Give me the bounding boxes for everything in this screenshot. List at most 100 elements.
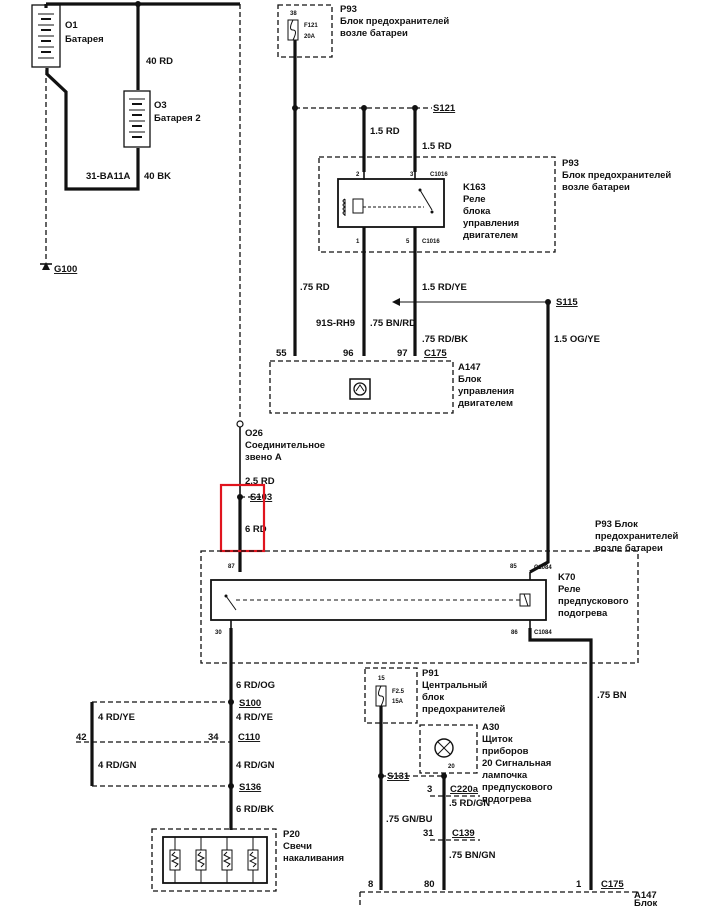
o1-name: Батарея <box>65 34 104 45</box>
wire-1.5rd-b: 1.5 RD <box>422 141 452 152</box>
wire-.75rd: .75 RD <box>300 282 330 293</box>
wire-1.5rdye: 1.5 RD/YE <box>422 282 467 293</box>
wire-6rd: 6 RD <box>245 524 267 535</box>
wire-4rdgn-left: 4 RD/GN <box>98 760 137 771</box>
fuse-f25-label: F2.5 <box>392 689 405 695</box>
k70-pin85: 85 <box>510 564 517 570</box>
k163-block-line1: Блок предохранителей <box>562 170 671 181</box>
a30-line4: лампочка <box>482 770 528 781</box>
k163-block-code: P93 <box>562 158 579 169</box>
a30-box <box>419 724 478 774</box>
k70-relay <box>210 579 547 621</box>
p91-code: P91 <box>422 668 440 679</box>
k70-pin30: 30 <box>215 630 222 636</box>
c220a-pin: 3 <box>427 784 432 795</box>
a147-pin55: 55 <box>276 348 287 359</box>
s121-label: S121 <box>433 103 456 114</box>
wire-.75bnrd: .75 BN/RD <box>370 318 416 329</box>
p91-line3: предохранителей <box>422 704 505 715</box>
wire-4rdye-right: 4 RD/YE <box>236 712 273 723</box>
k70-fuse-block-outline <box>200 550 639 664</box>
wire-31ba11a: 31-BA11A <box>86 171 130 182</box>
k70-code: K70 <box>558 572 575 583</box>
k163-line2: блока <box>463 206 491 217</box>
a147-line1: Блок <box>458 374 482 385</box>
a147b-code: A147 <box>634 890 657 901</box>
k163-pin2: 2 <box>356 172 360 178</box>
p91-line1: Центральный <box>422 680 488 691</box>
wire-6rdog: 6 RD/OG <box>236 680 275 691</box>
a147b-pin80: 80 <box>424 879 435 890</box>
p93-top-line2: возле батареи <box>340 28 408 39</box>
a30-pin: 20 <box>448 764 455 770</box>
a147b-line1: Блок <box>634 898 658 906</box>
k163-line1: Реле <box>463 194 486 205</box>
k70-pin87: 87 <box>228 564 235 570</box>
s103-label: S103 <box>250 492 272 503</box>
wire-.75rdbk: .75 RD/BK <box>422 334 468 345</box>
o26-line1: Соединительное <box>245 440 325 451</box>
wire-4rdgn-right: 4 RD/GN <box>236 760 275 771</box>
p93-top-code: P93 <box>340 4 357 15</box>
k163-conn-top: C1016 <box>430 172 448 178</box>
o26-code: O26 <box>245 428 263 439</box>
battery-o3 <box>123 90 151 148</box>
a147-connector: C175 <box>424 348 447 359</box>
a147b-connector: C175 <box>601 879 624 890</box>
k70-block-line1: предохранителей <box>595 531 678 542</box>
k163-block-line2: возле батареи <box>562 182 630 193</box>
o1-code: O1 <box>65 20 78 31</box>
s131-label: S131 <box>387 771 410 782</box>
p20-code: P20 <box>283 829 300 840</box>
p93-top-box <box>277 4 333 58</box>
c139-pin: 31 <box>423 828 434 839</box>
wire-.75gnbu: .75 GN/BU <box>386 814 433 825</box>
wire-.75bngn: .75 BN/GN <box>449 850 496 861</box>
wire-40bk: 40 BK <box>144 171 171 182</box>
o26-line2: звено А <box>245 452 282 463</box>
k163-conn-bottom: C1016 <box>422 239 440 245</box>
fuse-f25-rating: 15A <box>392 699 404 705</box>
a147-line2: управления <box>458 386 514 397</box>
o3-code: O3 <box>154 100 167 111</box>
a30-line6: подогрева <box>482 794 532 805</box>
a147-pin97: 97 <box>397 348 408 359</box>
k70-pin86: 86 <box>511 630 518 636</box>
k163-relay <box>337 178 445 228</box>
c110-label: C110 <box>238 732 260 743</box>
s136-label: S136 <box>239 782 261 793</box>
battery-o1 <box>31 4 61 68</box>
wire-6rdbk: 6 RD/BK <box>236 804 274 815</box>
c110-pin34: 34 <box>208 732 219 743</box>
k163-fuse-block-outline <box>318 156 556 253</box>
k163-code: K163 <box>463 182 486 193</box>
a147b-pin1: 1 <box>576 879 582 890</box>
wire-2.5rd: 2.5 RD <box>245 476 275 487</box>
a147-line3: двигателем <box>458 398 513 409</box>
wire-91s-rh9: 91S-RH9 <box>316 318 355 329</box>
g100-label: G100 <box>54 264 77 275</box>
a30-line5: предпускового <box>482 782 553 793</box>
p93-top-line1: Блок предохранителей <box>340 16 449 27</box>
a147-pin96: 96 <box>343 348 354 359</box>
p20-line2: накаливания <box>283 853 344 864</box>
fuse-f121-label: F121 <box>304 23 318 29</box>
ecu-icon <box>349 378 371 400</box>
p91-line2: блок <box>422 692 444 703</box>
k70-line2: предпускового <box>558 596 629 607</box>
wire-40rd: 40 RD <box>146 56 173 67</box>
a147-code: A147 <box>458 362 481 373</box>
warning-lamp-icon <box>434 738 454 758</box>
k163-pin1: 1 <box>356 239 360 245</box>
k70-block-line2: возле батареи <box>595 543 663 554</box>
k70-conn-bottom: C1084 <box>534 630 552 636</box>
glow-plugs-p20 <box>151 828 277 892</box>
k163-line4: двигателем <box>463 230 518 241</box>
k70-block-code: P93 Блок <box>595 519 638 530</box>
a30-line2: приборов <box>482 746 529 757</box>
wire-1.5ogye: 1.5 OG/YE <box>554 334 600 345</box>
a147-box <box>269 360 454 414</box>
c110-pin42: 42 <box>76 732 87 743</box>
k163-line3: управления <box>463 218 519 229</box>
wire-.75bn: .75 BN <box>597 690 627 701</box>
